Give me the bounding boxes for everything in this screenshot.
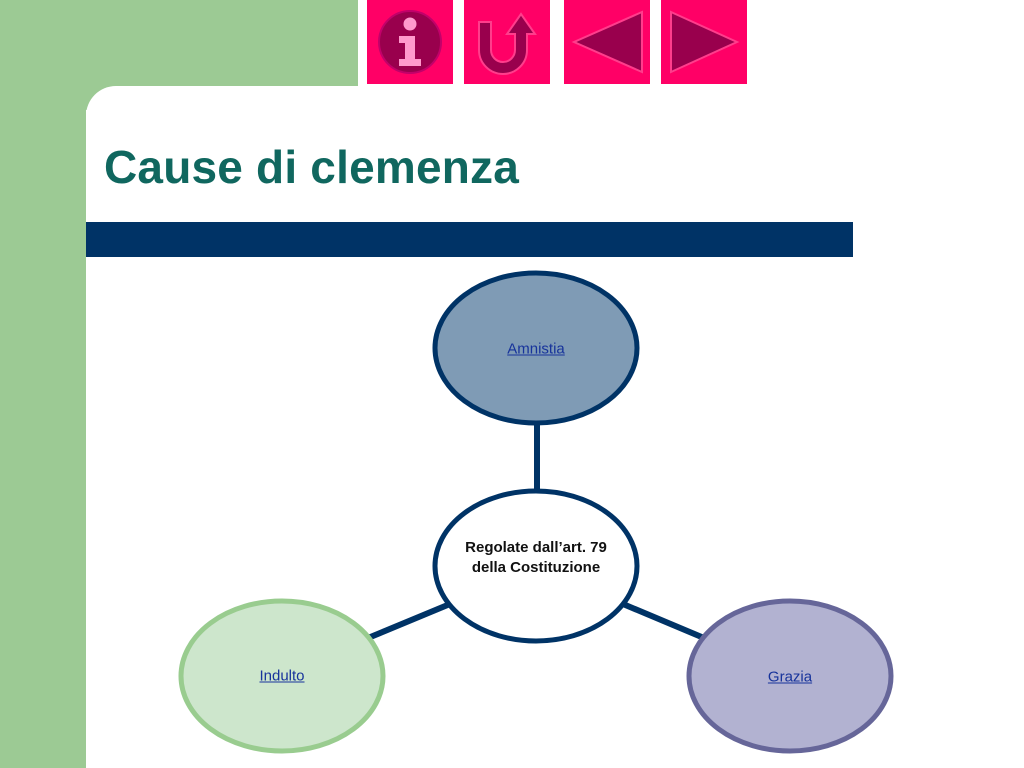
center-node-label: Regolate dall’art. 79 della Costituzione	[465, 539, 607, 576]
previous-button[interactable]	[564, 0, 650, 84]
link-indulto[interactable]: Indulto	[259, 667, 305, 685]
next-button[interactable]	[661, 0, 747, 84]
link-amnistia[interactable]: Amnistia	[507, 340, 565, 358]
slide-title: Cause di clemenza	[104, 141, 520, 193]
triangle-right-icon	[670, 10, 740, 74]
info-button[interactable]	[367, 0, 453, 84]
title-underline-bar	[86, 222, 853, 257]
info-icon	[378, 10, 442, 74]
triangle-left-icon	[571, 10, 643, 74]
return-arrow-icon	[478, 12, 537, 75]
green-side-band	[0, 0, 86, 768]
link-grazia[interactable]: Grazia	[767, 668, 813, 686]
return-button[interactable]	[464, 0, 550, 84]
